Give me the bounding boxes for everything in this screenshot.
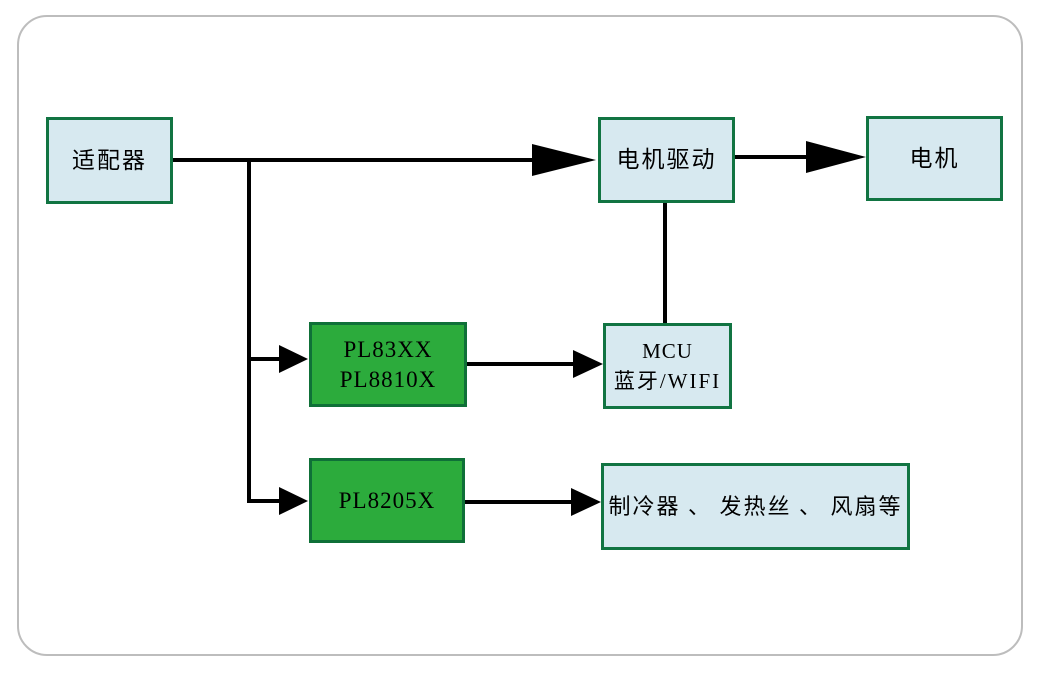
edge-pl83-mcu-arrowhead	[573, 350, 606, 378]
node-loads-label: 制冷器 、 发热丝 、 风扇等	[608, 493, 903, 519]
node-mcu-line1: MCU	[642, 339, 693, 363]
node-pl8205-chip-label: PL8205X	[338, 487, 436, 513]
edge-adapter-motordrive-arrowhead	[532, 144, 599, 176]
edge-motordrive-motor-line	[734, 155, 806, 159]
node-motor-drive-label: 电机驱动	[616, 147, 717, 172]
edge-pl83-mcu-line	[467, 362, 573, 366]
node-mcu-line2: 蓝牙/WIFI	[613, 369, 722, 393]
node-loads: 制冷器 、 发热丝 、 风扇等	[601, 463, 910, 550]
node-mcu: MCU 蓝牙/WIFI	[603, 323, 732, 409]
edge-branch-pl83-line	[247, 357, 279, 361]
node-pl8205-chip: PL8205X	[309, 458, 465, 543]
diagram-frame	[17, 15, 1023, 656]
edge-branch-vertical-line	[247, 158, 251, 503]
edge-branch-pl83-arrowhead	[279, 345, 311, 373]
node-motor: 电机	[866, 116, 1003, 201]
edge-adapter-motordrive-line	[173, 158, 532, 162]
node-motor-label: 电机	[909, 145, 960, 171]
edge-branch-pl8205-line	[247, 499, 279, 503]
node-adapter: 适配器	[46, 117, 173, 204]
node-pl83-chip-line2: PL8810X	[339, 366, 437, 392]
node-adapter-label: 适配器	[72, 147, 147, 173]
edge-pl8205-loads-line	[465, 500, 571, 504]
edge-motordrive-motor-arrowhead	[806, 141, 869, 173]
edge-branch-pl8205-arrowhead	[279, 487, 311, 515]
node-pl83-chip-line1: PL83XX	[343, 336, 433, 362]
node-motor-drive: 电机驱动	[598, 117, 735, 203]
edge-pl8205-loads-arrowhead	[571, 488, 604, 516]
node-pl83-chip: PL83XX PL8810X	[309, 322, 467, 407]
edge-motordrive-mcu-line	[663, 202, 667, 323]
